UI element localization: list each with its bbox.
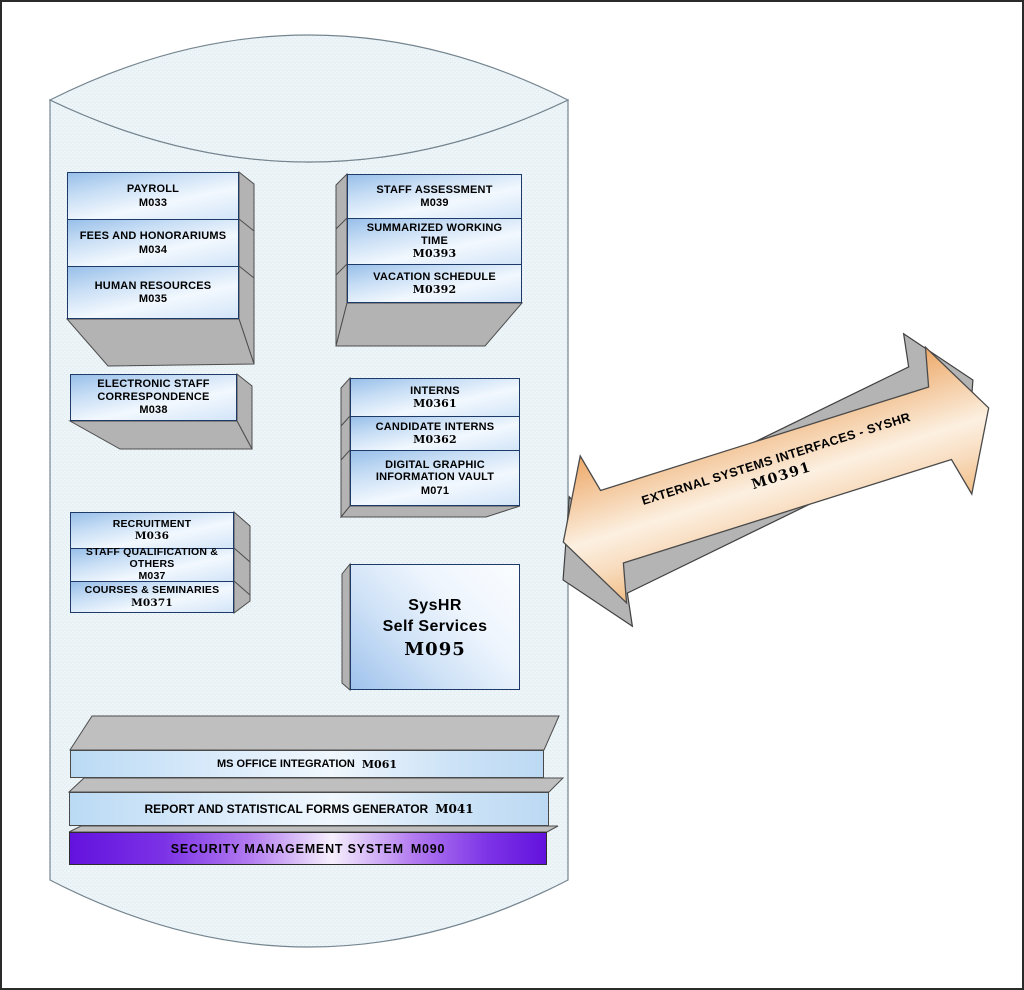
platform-code: M061	[361, 757, 398, 771]
module-code: M039	[420, 197, 449, 209]
payroll-stack-3d-faces	[65, 170, 255, 367]
platform-bar-security-management: SECURITY MANAGEMENT SYSTEM M090	[69, 832, 547, 865]
platform-code: M041	[435, 802, 474, 816]
module-code: M0392	[412, 283, 457, 296]
module-box-payroll: PAYROLL M033	[67, 172, 239, 220]
module-code: M035	[138, 293, 168, 305]
module-code: M0361	[413, 397, 457, 410]
module-box-digital-graphic-vault: DIGITAL GRAPHIC INFORMATION VAULT M071	[350, 450, 520, 506]
platform-code: M090	[410, 841, 446, 856]
module-title: STAFF QUALIFICATION & OTHERS	[85, 546, 219, 570]
module-title: CANDIDATE INTERNS	[375, 420, 495, 433]
module-box-staff-qualification: STAFF QUALIFICATION & OTHERS M037	[70, 546, 234, 583]
module-code: M037	[138, 570, 166, 583]
module-box-human-resources: HUMAN RESOURCES M035	[67, 266, 239, 319]
module-title: VACATION SCHEDULE	[373, 270, 496, 283]
module-code: M0362	[413, 433, 457, 446]
self-services-title-line2: Self Services	[382, 617, 488, 635]
module-box-summarized-working-time: SUMMARIZED WORKING TIME M0393	[347, 218, 522, 265]
platform-title: REPORT AND STATISTICAL FORMS GENERATOR	[144, 802, 429, 816]
module-box-fees: FEES AND HONORARIUMS M034	[67, 219, 239, 267]
module-box-candidate-interns: CANDIDATE INTERNS M0362	[350, 416, 520, 451]
module-code: M0371	[131, 596, 173, 609]
module-code: M071	[420, 484, 450, 497]
recruitment-stack-3d-faces	[233, 510, 251, 614]
module-title: STAFF ASSESSMENT	[376, 183, 493, 196]
platform-bar-ms-office-integration: MS OFFICE INTEGRATION M061	[70, 750, 544, 778]
module-box-electronic-staff-correspondence: ELECTRONIC STAFF CORRESPONDENCE M038	[70, 374, 237, 421]
module-code: M033	[138, 196, 168, 209]
module-box-syshr-self-services: SysHR Self Services M095	[350, 564, 520, 690]
module-code: M036	[134, 530, 170, 542]
module-title: COURSES & SEMINARIES	[84, 584, 220, 596]
module-title: INTERNS	[410, 384, 460, 397]
module-title: RECRUITMENT	[112, 517, 192, 530]
assessment-stack-3d-faces	[335, 172, 524, 347]
module-box-interns: INTERNS M0361	[350, 378, 520, 417]
module-code: M034	[138, 243, 168, 256]
platform-title: SECURITY MANAGEMENT SYSTEM	[170, 841, 404, 856]
module-box-vacation-schedule: VACATION SCHEDULE M0392	[347, 264, 522, 303]
module-code: M0393	[412, 247, 457, 261]
module-code: M095	[404, 638, 466, 660]
module-title: PAYROLL	[126, 183, 180, 195]
external-arrow	[562, 345, 990, 605]
module-box-staff-assessment: STAFF ASSESSMENT M039	[347, 174, 522, 219]
platform-bar-report-generator: REPORT AND STATISTICAL FORMS GENERATOR M…	[69, 792, 549, 826]
interns-stack-3d-faces	[339, 376, 521, 519]
module-title: SUMMARIZED WORKING TIME	[366, 222, 503, 247]
module-box-recruitment: RECRUITMENT M036	[70, 512, 234, 549]
self-services-3d-face	[341, 562, 351, 692]
system-cylinder-top	[48, 34, 570, 163]
module-code: M038	[139, 404, 168, 417]
module-title: FEES AND HONORARIUMS	[79, 230, 227, 242]
self-services-title-line1: SysHR	[408, 596, 462, 614]
module-title: HUMAN RESOURCES	[94, 279, 212, 292]
platform-title: MS OFFICE INTEGRATION	[216, 758, 355, 770]
module-title: DIGITAL GRAPHIC INFORMATION VAULT	[375, 458, 495, 484]
module-box-courses-seminaries: COURSES & SEMINARIES M0371	[70, 581, 234, 613]
correspondence-box-3d-faces	[68, 372, 253, 450]
module-title: ELECTRONIC STAFF CORRESPONDENCE	[97, 378, 210, 403]
